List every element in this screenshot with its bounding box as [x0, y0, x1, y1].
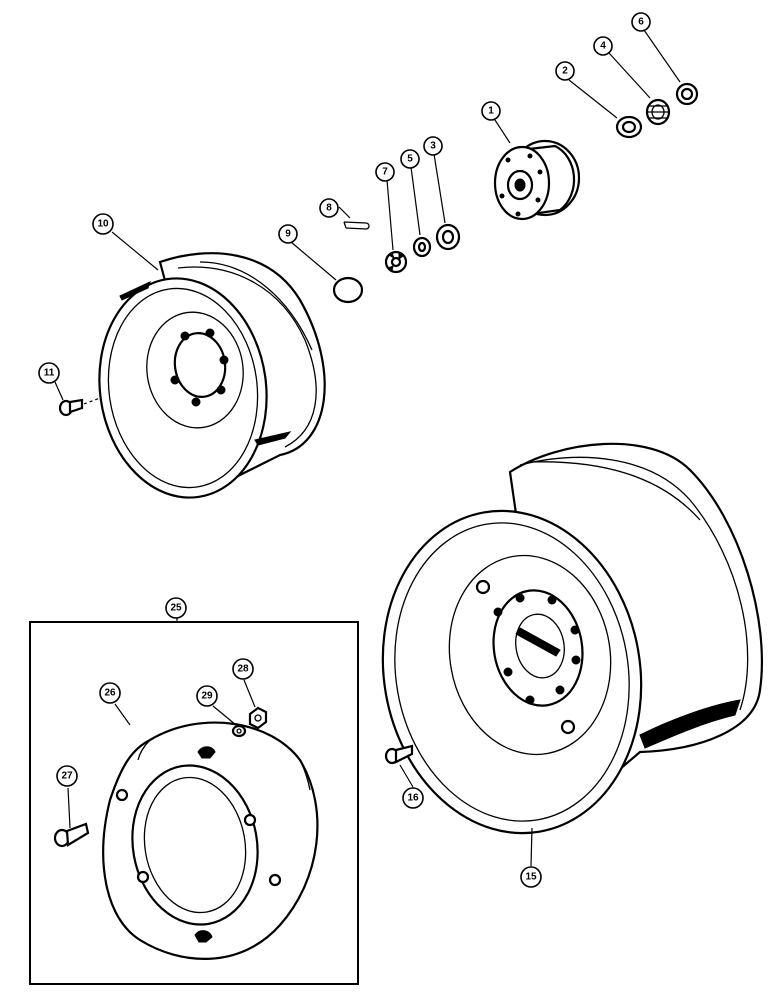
front-wheel-part	[98, 252, 326, 499]
callout-6-label: 6	[638, 17, 644, 28]
rear-wheel-bolt-part	[384, 744, 414, 765]
callout-7: 7	[375, 162, 395, 182]
callout-9: 9	[278, 224, 298, 244]
rear-wheel-part	[381, 442, 764, 835]
callout-6: 6	[631, 12, 651, 32]
dust-cap-part	[332, 276, 364, 304]
callout-2-label: 2	[562, 66, 568, 77]
callout-16: 16	[402, 787, 424, 809]
bearing-cup-part	[615, 115, 643, 139]
wheel-bolt-part	[58, 397, 101, 417]
callout-2: 2	[555, 61, 575, 81]
callout-16-label: 16	[407, 793, 419, 804]
callout-9-label: 9	[285, 229, 291, 240]
callout-4-label: 4	[600, 41, 606, 52]
washer-part	[412, 236, 432, 258]
callout-7-label: 7	[382, 167, 388, 178]
outer-bearing-cup-part	[435, 223, 461, 251]
callout-1-label: 1	[488, 106, 494, 117]
callout-10-label: 10	[97, 219, 109, 230]
wheel-weight-part	[102, 721, 319, 960]
callout-25-label: 25	[170, 603, 182, 614]
castle-nut-part	[384, 250, 408, 274]
callout-27-label: 27	[61, 771, 73, 782]
callout-25: 25	[165, 597, 187, 619]
callout-3: 3	[423, 136, 443, 156]
callout-15: 15	[520, 866, 542, 888]
callout-10: 10	[92, 213, 114, 235]
cotter-pin-part	[343, 221, 370, 230]
detail-inset-frame	[29, 621, 359, 985]
callout-1: 1	[481, 101, 501, 121]
callout-11-label: 11	[44, 368, 55, 379]
callout-3-label: 3	[430, 141, 436, 152]
bearing-cone-part	[645, 98, 671, 126]
callout-5-label: 5	[407, 154, 413, 165]
callout-15-label: 15	[525, 872, 537, 883]
weight-nut-part	[248, 706, 268, 730]
callout-11: 11	[38, 362, 60, 384]
callout-5: 5	[400, 149, 420, 169]
callout-4: 4	[593, 36, 613, 56]
callout-26: 26	[99, 682, 121, 704]
hub-part	[493, 139, 581, 221]
callout-8-label: 8	[326, 203, 332, 214]
callout-28-label: 28	[237, 664, 249, 675]
weight-bolt-part	[53, 822, 90, 848]
callout-26-label: 26	[104, 688, 116, 699]
weight-lock-washer-part	[231, 724, 247, 738]
callout-29: 29	[196, 685, 218, 707]
callout-28: 28	[232, 658, 254, 680]
seal-part	[675, 82, 699, 106]
callout-27: 27	[56, 765, 78, 787]
callout-29-label: 29	[201, 691, 213, 702]
callout-8: 8	[319, 198, 339, 218]
